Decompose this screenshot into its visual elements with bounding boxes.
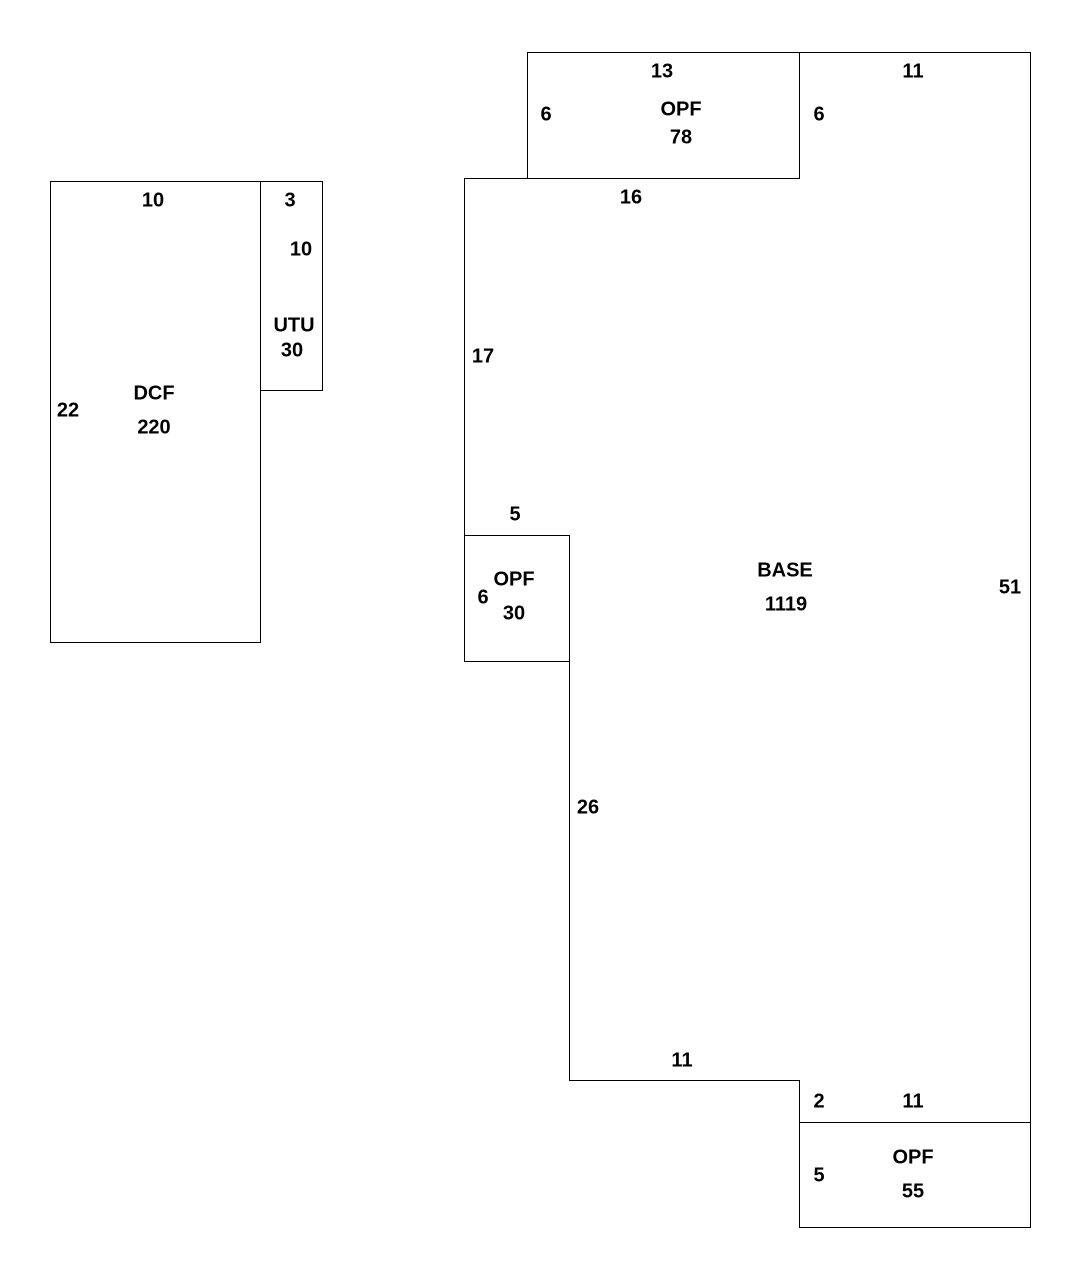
base-outline-left — [464, 178, 528, 536]
opf-bottom-label: OPF — [892, 1146, 933, 1168]
opf-top-label: OPF — [660, 98, 701, 120]
dcf-label: DCF — [133, 382, 174, 404]
dcf-dim-top: 10 — [142, 189, 164, 211]
base-dim-step: 2 — [813, 1090, 824, 1112]
base-dim-right: 51 — [999, 576, 1021, 598]
opf-top-area: 78 — [670, 126, 692, 148]
dcf-dim-left: 22 — [57, 399, 79, 421]
base-dim-left-upper: 17 — [472, 345, 494, 367]
base-dim-bottom-right: 11 — [902, 1090, 923, 1112]
opf-left-outline — [464, 535, 570, 662]
opf-left-area: 30 — [503, 602, 525, 624]
opf-top-dim-left: 6 — [540, 103, 551, 125]
opf-bottom-dim-side: 5 — [813, 1164, 824, 1186]
opf-top-outline — [527, 52, 800, 179]
dcf-area: 220 — [137, 416, 170, 438]
opf-top-dim-right: 6 — [813, 103, 824, 125]
opf-bottom-outline — [799, 1122, 1031, 1228]
utu-dim-top: 3 — [284, 189, 295, 211]
dcf-outline — [50, 181, 261, 643]
base-dim-top-right: 11 — [902, 60, 923, 82]
base-dim-bottom: 11 — [671, 1049, 692, 1071]
utu-dim-side: 10 — [290, 238, 312, 260]
opf-left-label: OPF — [493, 568, 534, 590]
opf-top-dim-top: 13 — [651, 60, 673, 82]
base-outline-bottom — [569, 661, 800, 1123]
utu-label: UTU — [273, 314, 314, 336]
utu-outline — [260, 181, 323, 391]
base-outline-right — [799, 52, 1031, 1123]
opf-bottom-area: 55 — [902, 1180, 924, 1202]
base-dim-top-left: 16 — [620, 186, 642, 208]
base-label: BASE — [757, 559, 813, 581]
opf-left-dim-side: 6 — [477, 586, 488, 608]
base-dim-left-lower: 26 — [577, 796, 599, 818]
utu-area: 30 — [281, 339, 303, 361]
base-area: 1119 — [765, 593, 807, 615]
base-dim-notch-top: 5 — [509, 503, 520, 525]
